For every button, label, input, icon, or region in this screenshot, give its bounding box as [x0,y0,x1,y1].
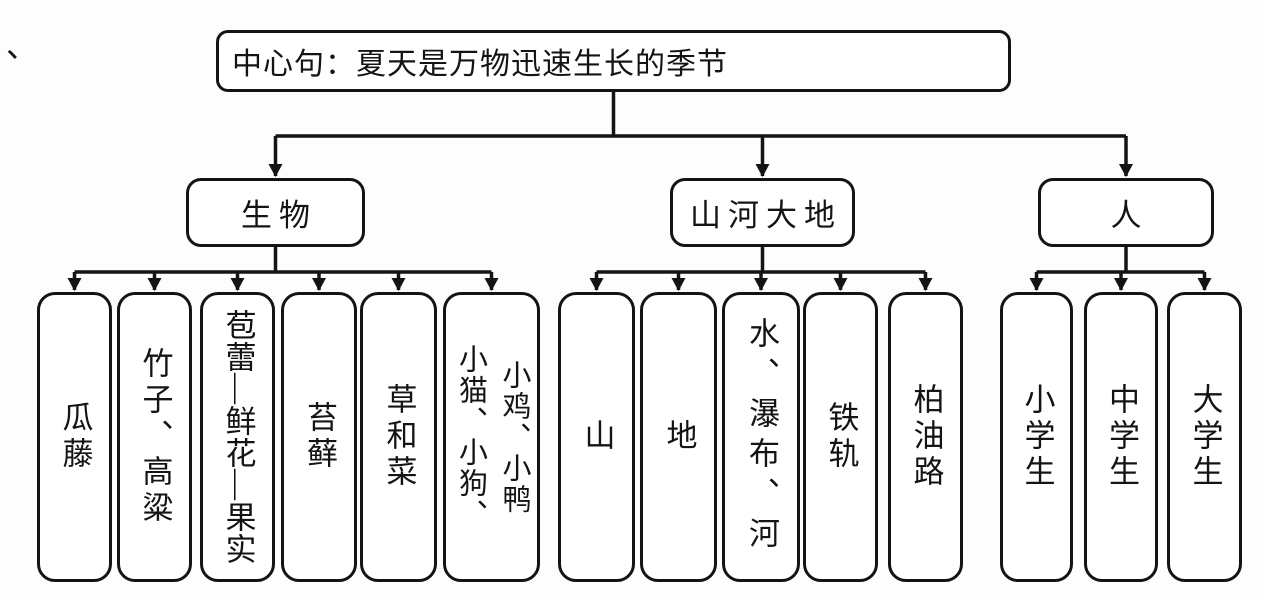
node-leaf-moss: 苔藓 [281,292,357,582]
node-leaf-primary-school-students: 小学生 [1000,292,1073,582]
leaf-label: 地 [661,419,697,455]
leaf-label: 竹子、高粱 [137,347,173,527]
leaf-label: 苔藓 [302,401,337,473]
leaf-label: 铁轨 [823,401,859,473]
node-leaf-melon-vine: 瓜藤 [37,292,112,582]
node-branch-mountains-rivers-earth: 山河大地 [670,178,855,247]
leaf-label: 小学生 [1019,383,1055,491]
node-leaf-water-waterfall-river: 水、瀑布、河 [722,292,800,582]
leaf-label: 苞蕾—鲜花—果实 [220,309,256,565]
node-branch-living-things: 生物 [186,178,365,247]
node-leaf-bamboo-sorghum: 竹子、高粱 [117,292,192,582]
node-leaf-college-students: 大学生 [1167,292,1242,582]
leaf-label: 柏油路 [908,383,944,491]
node-leaf-chicks-ducklings-kittens-puppies: 小鸡、小鸭 小猫、小狗、 [443,292,540,582]
node-leaf-asphalt-road: 柏油路 [888,292,963,582]
leaf-label: 水、瀑布、河 [744,317,779,557]
node-leaf-bud-flower-fruit: 苞蕾—鲜花—果实 [200,292,275,582]
node-central-sentence: 中心句：夏天是万物迅速生长的季节 [216,30,1011,92]
node-leaf-middle-school-students: 中学生 [1084,292,1158,582]
leaf-label: 山 [579,419,615,455]
leaf-label: 大学生 [1187,383,1223,491]
node-leaf-earth: 地 [640,292,717,582]
leaf-label: 小鸡、小鸭 小猫、小狗、 [454,344,531,530]
leaf-label: 草和菜 [381,383,417,491]
node-branch-people: 人 [1038,178,1214,247]
leaf-label: 中学生 [1104,383,1139,491]
node-leaf-railway-tracks: 铁轨 [803,292,878,582]
leaf-label: 瓜藤 [57,401,93,473]
node-leaf-mountain: 山 [558,292,635,582]
stray-punctuation-mark: 、 [6,28,39,64]
node-leaf-grass-and-vegetables: 草和菜 [360,292,437,582]
